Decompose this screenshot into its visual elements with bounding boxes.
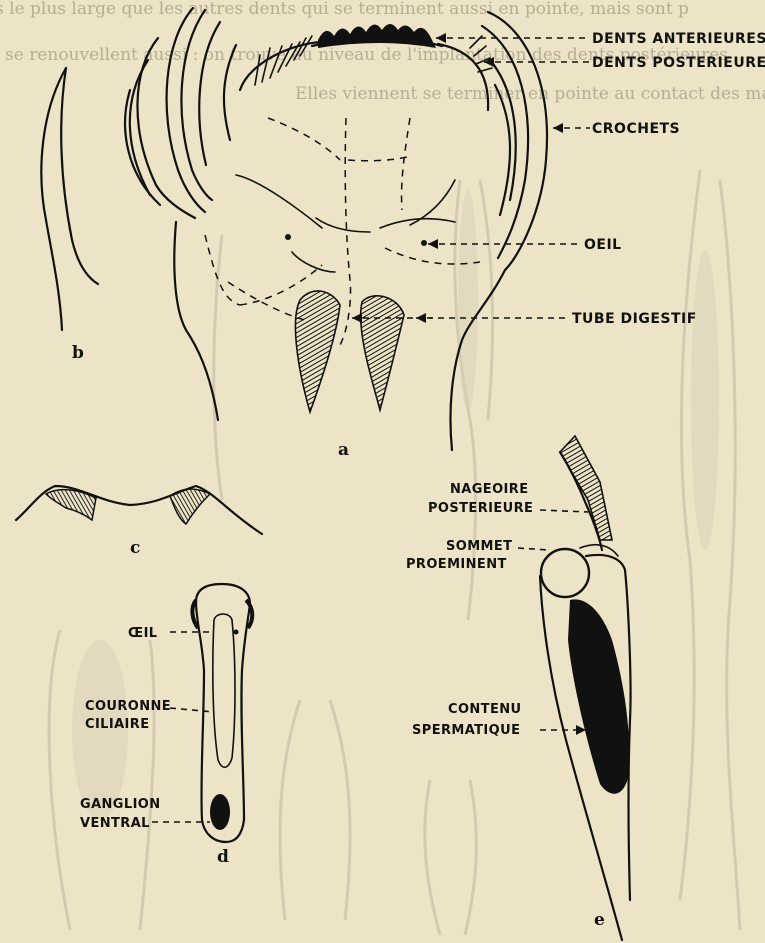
label-contenu-2: SPERMATIQUE xyxy=(412,723,520,738)
figure-e-letter: e xyxy=(594,910,605,930)
label-nageoire-2: POSTERIEURE xyxy=(428,501,533,516)
label-crochets: CROCHETS xyxy=(592,121,680,137)
figure-b-hook: b xyxy=(41,68,98,363)
label-ganglion-1: GANGLION xyxy=(80,797,161,812)
label-dents-posterieures: DENTS POSTERIEURES xyxy=(592,55,765,71)
bleed-through-figures xyxy=(49,170,740,935)
figure-d-leaders xyxy=(152,632,214,822)
label-dents-anterieures: DENTS ANTERIEURES xyxy=(592,31,765,47)
bleed-line-1: s le plus large que les autres dents qui… xyxy=(0,0,689,19)
figure-d-body: d xyxy=(192,584,252,867)
label-couronne-2: CILIAIRE xyxy=(85,717,150,732)
bleed-through-text: s le plus large que les autres dents qui… xyxy=(0,0,765,104)
figure-a-head: a xyxy=(125,8,547,460)
label-tube-digestif: TUBE DIGESTIF xyxy=(572,311,697,327)
label-sommet-1: SOMMET xyxy=(446,539,512,554)
label-sommet-2: PROEMINENT xyxy=(406,557,507,572)
label-ganglion-2: VENTRAL xyxy=(80,816,150,831)
figure-a-letter: a xyxy=(338,440,349,460)
label-oeil-a: OEIL xyxy=(584,237,622,253)
figure-b-letter: b xyxy=(72,343,84,363)
figure-d-letter: d xyxy=(217,847,229,867)
label-oeil-d: ŒIL xyxy=(128,626,158,641)
label-contenu-1: CONTENU xyxy=(448,702,521,717)
label-couronne-1: COURONNE xyxy=(85,699,171,714)
bleed-line-3: Elles viennent se terminer en pointe au … xyxy=(295,84,765,104)
figure-c-letter: c xyxy=(130,538,140,558)
figure-a-labels: DENTS ANTERIEURES DENTS POSTERIEURES CRO… xyxy=(572,31,765,327)
figure-c-profile: c xyxy=(16,486,262,558)
label-nageoire-1: NAGEOIRE xyxy=(450,482,528,497)
